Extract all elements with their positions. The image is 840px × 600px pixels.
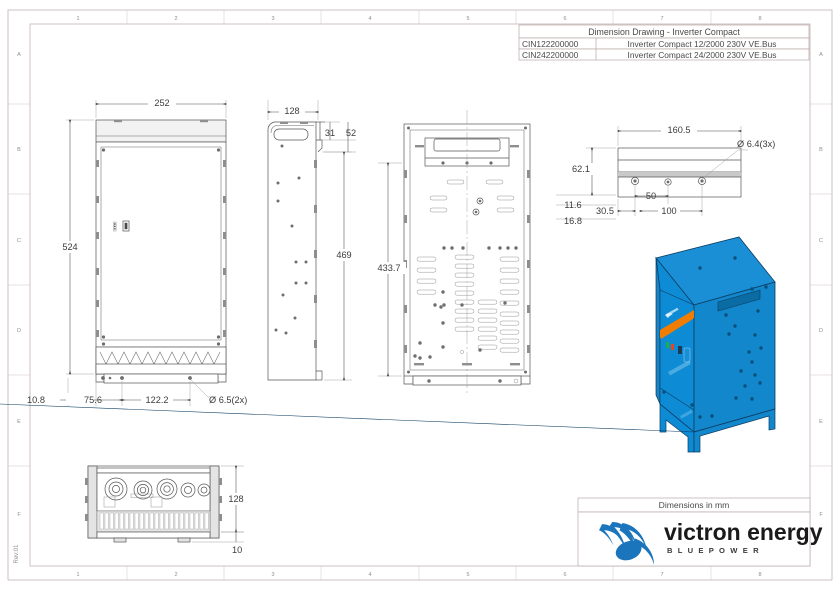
bracket-dim-width-label: 160.5 xyxy=(668,125,691,135)
bracket-dim-height-mid-label: 11.6 xyxy=(564,200,581,210)
zone-row-f-right: F xyxy=(819,512,823,518)
isometric-view xyxy=(0,236,776,453)
bracket-dim-hole-second-label: 50 xyxy=(646,191,656,201)
part-desc-2: Inverter Compact 24/2000 230V VE.Bus xyxy=(628,50,777,60)
iso-product-branding xyxy=(665,307,693,419)
zone-row-c-left: C xyxy=(17,238,21,244)
victron-logo-icon xyxy=(599,522,655,565)
side-dim-top-step-label: 31 xyxy=(325,128,335,138)
brand-tagline: B L U E P O W E R xyxy=(667,546,760,555)
zone-col-6-top: 6 xyxy=(563,16,566,22)
zone-row-d-right: D xyxy=(819,328,823,334)
zone-row-a-right: A xyxy=(819,52,823,58)
zone-col-7-bottom: 7 xyxy=(660,572,663,578)
zone-col-7-top: 7 xyxy=(660,16,663,22)
zone-col-4-bottom: 4 xyxy=(368,572,371,578)
bottom-dim-foot-height-label: 10 xyxy=(232,545,242,555)
zone-row-f-left: F xyxy=(17,512,21,518)
sheet-border: 1 2 3 4 5 6 7 8 1 2 3 4 5 6 7 8 A B C D … xyxy=(7,9,833,581)
mounting-bracket-detail: 160.5 Ø 6.4(3x) 62.1 11.6 16.8 xyxy=(556,124,775,226)
title-block-title: Dimension Drawing - Inverter Compact xyxy=(588,27,740,37)
zone-row-b-left: B xyxy=(17,147,21,153)
side-dim-depth-label: 128 xyxy=(284,106,299,116)
front-dim-hole-diameter-label: Ø 6.5(2x) xyxy=(209,395,247,405)
part-code-1: CIN122200000 xyxy=(522,39,579,49)
front-dim-hole-offset-label: 75.6 xyxy=(84,395,102,405)
front-dim-edge-offset-label: 10.8 xyxy=(27,395,45,405)
zone-col-5-bottom: 5 xyxy=(466,572,469,578)
bracket-dim-heights: 62.1 11.6 16.8 xyxy=(556,147,616,226)
brand-name: victron energy xyxy=(664,519,823,545)
bracket-dim-height-top-label: 62.1 xyxy=(572,164,590,174)
part-desc-1: Inverter Compact 12/2000 230V VE.Bus xyxy=(628,39,777,49)
bottom-view: 128 10 xyxy=(85,465,249,555)
front-dim-height-label: 524 xyxy=(62,242,77,252)
side-dim-body-height-label: 469 xyxy=(336,250,351,260)
zone-col-8-top: 8 xyxy=(758,16,761,22)
front-view: 252 524 10.8 75.6 122.2 xyxy=(27,97,247,406)
zone-col-4-top: 4 xyxy=(368,16,371,22)
rear-view: 433.7 xyxy=(372,110,531,395)
side-dim-top-offset-label: 52 xyxy=(346,128,356,138)
zone-col-8-bottom: 8 xyxy=(758,572,761,578)
zone-col-5-top: 5 xyxy=(466,16,469,22)
rear-dim-inner-height: 433.7 xyxy=(372,162,406,377)
side-dim-body-height: 469 xyxy=(324,151,357,381)
zone-col-1-top: 1 xyxy=(76,16,79,22)
front-dim-hole-diameter: Ø 6.5(2x) xyxy=(189,378,247,405)
front-dim-width-label: 252 xyxy=(154,98,169,108)
zone-col-2-bottom: 2 xyxy=(174,572,177,578)
front-dim-width: 252 xyxy=(95,97,227,118)
bracket-dim-hole-first-label: 30.5 xyxy=(596,206,614,216)
title-block: Dimension Drawing - Inverter Compact CIN… xyxy=(518,24,810,61)
bottom-connectors xyxy=(103,477,211,508)
zone-col-2-top: 2 xyxy=(174,16,177,22)
bracket-dim-hole-third-label: 100 xyxy=(661,206,676,216)
rear-dim-inner-height-label: 433.7 xyxy=(378,263,401,273)
rear-screw-pair xyxy=(472,197,484,216)
bracket-dim-hole-diameter-label: Ø 6.4(3x) xyxy=(737,139,775,149)
zone-row-c-right: C xyxy=(819,238,823,244)
side-dim-depth: 128 xyxy=(267,100,319,120)
zone-col-3-top: 3 xyxy=(271,16,274,22)
bracket-dim-width: 160.5 xyxy=(617,124,742,146)
front-dim-hole-offsets: 75.6 122.2 xyxy=(66,381,191,406)
bracket-dim-hole-diameter: Ø 6.4(3x) xyxy=(701,139,775,180)
zone-row-d-left: D xyxy=(17,328,21,334)
zone-row-a-left: A xyxy=(17,52,21,58)
bracket-dim-hole-spacing: 50 30.5 100 xyxy=(596,185,703,216)
part-code-2: CIN242200000 xyxy=(522,50,579,60)
bracket-dim-height-low-label: 16.8 xyxy=(564,216,582,226)
side-view: 128 31 52 469 xyxy=(267,100,357,381)
front-dim-height: 524 xyxy=(56,119,94,375)
front-dim-hole-spacing-label: 122.2 xyxy=(146,395,169,405)
logo-block: Dimensions in mm victron energy B L U E … xyxy=(577,497,823,567)
revision-label: Rev:01 xyxy=(14,544,20,564)
units-note: Dimensions in mm xyxy=(659,500,730,510)
zone-row-e-right: E xyxy=(819,419,823,425)
zone-row-b-right: B xyxy=(819,147,823,153)
bracket-holes xyxy=(631,177,706,186)
zone-col-1-bottom: 1 xyxy=(76,572,79,578)
bottom-dim-depth-label: 128 xyxy=(228,494,243,504)
bottom-dim-foot-height: 10 xyxy=(192,531,244,555)
zone-col-6-bottom: 6 xyxy=(563,572,566,578)
front-panel-indicators xyxy=(113,220,130,232)
zone-col-3-bottom: 3 xyxy=(271,572,274,578)
zone-row-e-left: E xyxy=(17,419,21,425)
